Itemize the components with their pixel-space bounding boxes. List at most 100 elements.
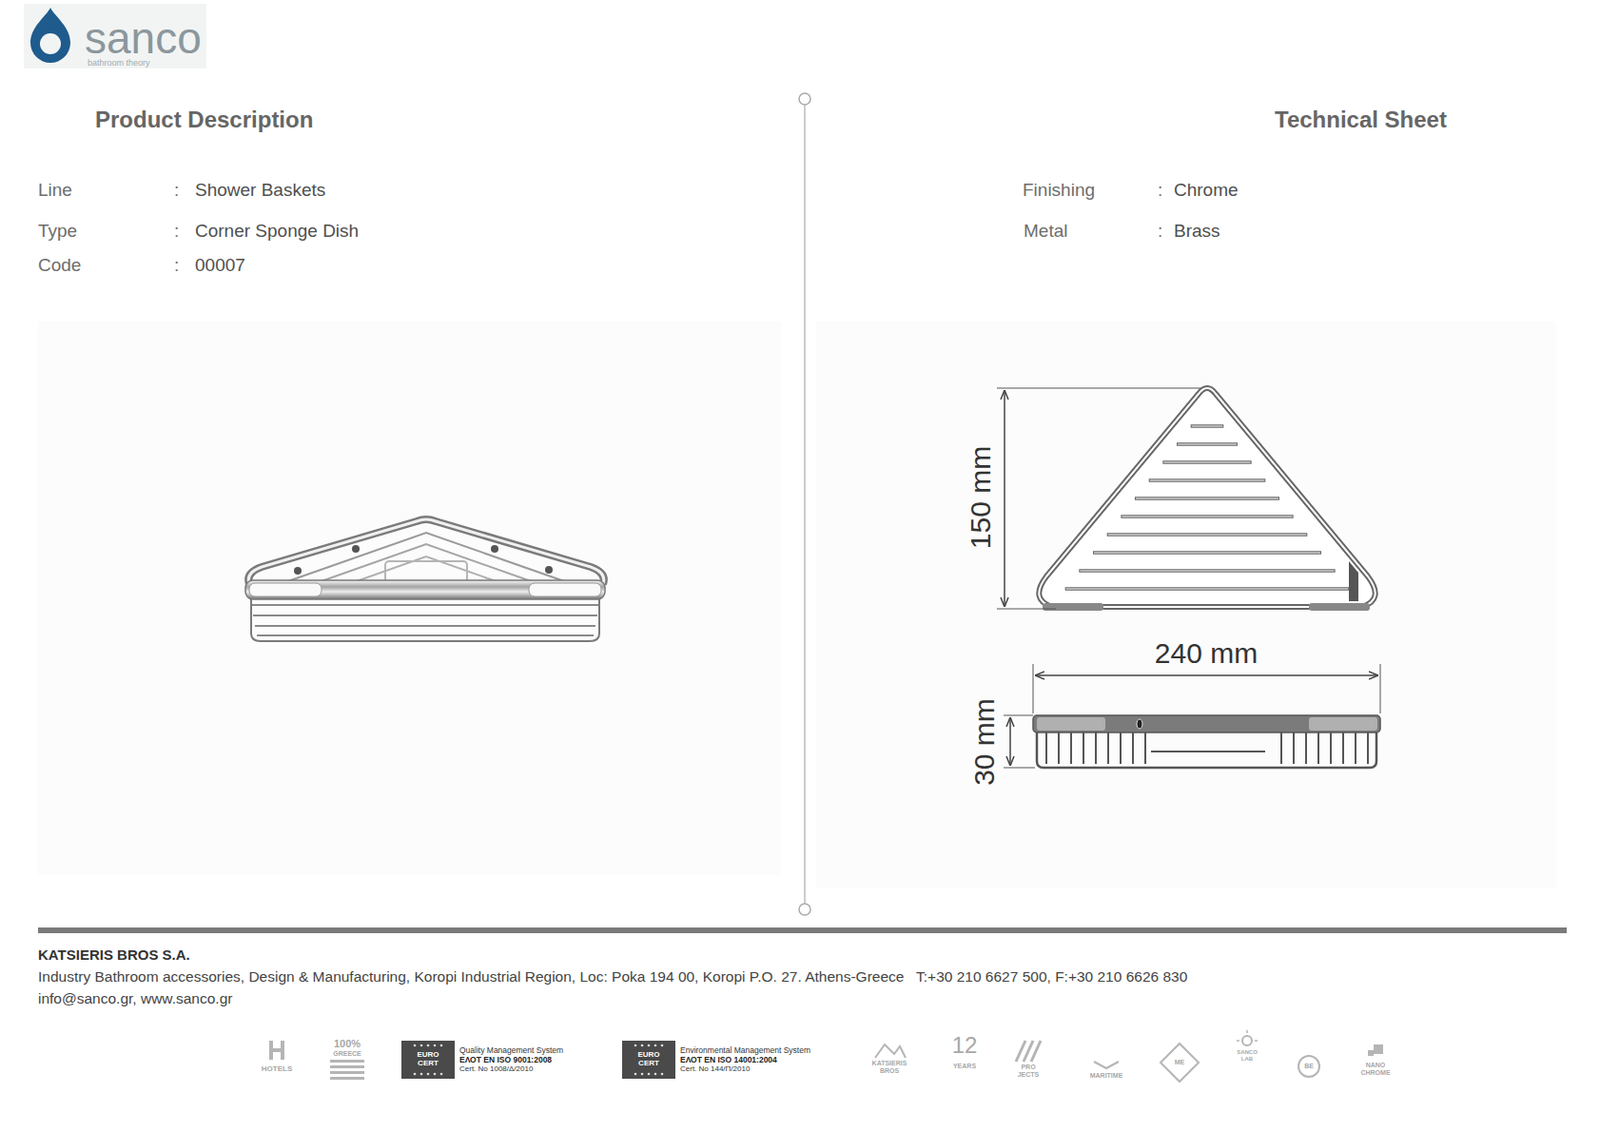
wire-bar <box>1131 732 1134 764</box>
wire-bar <box>1329 732 1332 764</box>
dimension-label: 150 mm <box>964 446 996 549</box>
cert-star <box>440 1044 444 1048</box>
wire-bar <box>1162 460 1251 465</box>
cert-star <box>420 1044 424 1048</box>
field-separator: : <box>174 221 179 242</box>
wire-bar <box>1176 442 1238 447</box>
field-name: Code <box>38 255 81 276</box>
wire-bar <box>1070 732 1073 764</box>
badge-text: YEARS <box>953 1062 976 1071</box>
badge-text: PRO JECTS <box>1014 1063 1043 1078</box>
field-separator: : <box>174 180 179 201</box>
cert-star <box>427 1073 430 1076</box>
wire-bar <box>1149 478 1267 483</box>
wire-bar <box>1093 552 1321 554</box>
wire-bar <box>1177 444 1237 446</box>
cert-star <box>654 1044 658 1048</box>
extension-line <box>1380 663 1382 714</box>
extension-line <box>1033 663 1035 714</box>
badge-text: 12 <box>952 1033 978 1058</box>
cert-star <box>641 1073 644 1076</box>
cert-star <box>427 1044 430 1048</box>
cert-star <box>647 1044 651 1048</box>
cert-star <box>634 1044 638 1048</box>
cert-star <box>654 1073 658 1076</box>
certificate-text: ΕΛΟΤ EN ISO 14001:2004 <box>680 1055 778 1065</box>
wire-bar <box>1144 732 1147 764</box>
extension-line <box>1003 715 1034 717</box>
wire-bar <box>1163 462 1250 464</box>
footer-bar <box>38 927 1567 934</box>
badge-text: GREECE <box>332 1050 362 1058</box>
extension-line <box>1003 767 1035 769</box>
wire-bar <box>1079 570 1334 572</box>
certificate-text: Quality Management System <box>459 1046 564 1055</box>
field-name: Finishing <box>1022 180 1095 201</box>
badge-text: MARITIME <box>1090 1072 1124 1080</box>
cert-star <box>433 1044 437 1048</box>
badge-text: EURO CERT <box>413 1051 443 1069</box>
wire-bar <box>1066 588 1349 590</box>
wire-bar <box>1150 480 1266 482</box>
field-name: Line <box>38 180 73 201</box>
divider-line <box>803 104 806 904</box>
field-name: Type <box>38 221 78 242</box>
dimension-line <box>1034 674 1379 677</box>
cert-star <box>661 1073 664 1076</box>
cert-star <box>413 1073 417 1076</box>
field-value: Shower Baskets <box>195 180 326 201</box>
dimension-label: 240 mm <box>1154 637 1258 669</box>
certificate-text: ΕΛΟΤ EN ISO 9001:2008 <box>459 1055 552 1065</box>
logo-ground <box>23 3 207 69</box>
wire-bar <box>1119 732 1122 764</box>
wire-bar <box>1317 732 1320 764</box>
wire-bar <box>1366 732 1369 764</box>
wire-bar <box>1107 532 1308 537</box>
divider-end <box>799 903 811 916</box>
wire-bar <box>1092 550 1322 555</box>
dimension-line <box>1009 717 1012 766</box>
photo-panel <box>38 321 781 876</box>
badge-text: 100% <box>333 1037 361 1050</box>
field-separator: : <box>1157 221 1163 242</box>
badge-text: HOTELS <box>261 1065 293 1074</box>
company-contact: info@sanco.gr, www.sanco.gr <box>38 990 233 1007</box>
field-separator: : <box>174 255 179 276</box>
cert-star <box>641 1044 644 1048</box>
cert-star <box>433 1073 437 1076</box>
wire-bar <box>1108 534 1308 536</box>
cert-star <box>661 1044 664 1048</box>
wire-bar <box>1191 426 1224 428</box>
cert-star <box>413 1044 417 1048</box>
dimension-label: 30 mm <box>968 698 1000 786</box>
cert-star <box>647 1073 651 1076</box>
brand-tagline: bathroom theory <box>87 58 151 69</box>
top-view-drawing <box>1038 388 1375 611</box>
wire-bar <box>1045 732 1048 764</box>
section-heading: Product Description <box>95 107 313 133</box>
wire-bar <box>1065 586 1350 591</box>
wire-bar <box>1280 732 1283 764</box>
brand-name: sanco <box>84 14 202 63</box>
drawing-panel <box>816 321 1557 888</box>
wire-bar <box>1134 496 1280 501</box>
badge-text: BE <box>1304 1062 1314 1071</box>
wire-bar <box>1354 732 1357 764</box>
cert-star <box>420 1073 424 1076</box>
extension-line <box>996 388 1201 390</box>
section-heading: Technical Sheet <box>1274 107 1447 133</box>
field-value: Chrome <box>1173 180 1239 201</box>
logo-drop <box>30 7 71 63</box>
wire-bar <box>1292 732 1295 764</box>
cert-stars <box>413 1044 664 1076</box>
logo-drop-hole <box>39 33 61 55</box>
field-value: Corner Sponge Dish <box>195 221 359 242</box>
wire-bar <box>1120 514 1293 519</box>
cert-star <box>440 1073 444 1076</box>
wire-bar <box>1094 732 1097 764</box>
product-photo <box>245 519 605 642</box>
badge-icons <box>269 1030 1384 1082</box>
cert-star <box>634 1073 638 1076</box>
field-separator: : <box>1157 180 1163 201</box>
field-name: Metal <box>1023 221 1068 242</box>
